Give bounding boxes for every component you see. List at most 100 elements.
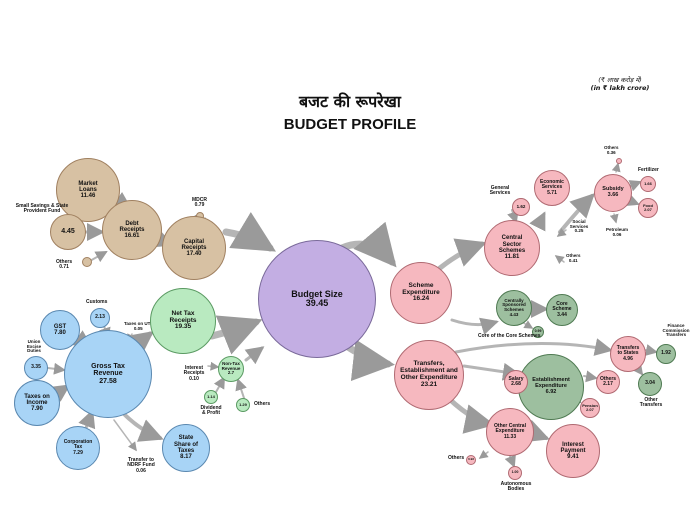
label-petroleum-name: Petroleum [606, 227, 629, 232]
arrow-gross-to-net [121, 331, 154, 361]
label-interest-receipts-name: Interest Receipts [183, 365, 205, 377]
unit-hindi: (₹ लाख करोड़ में) [598, 76, 642, 84]
node-scheme-expenditure-label: Scheme Expenditure [402, 281, 440, 296]
node-transfers-establishment-label: Transfers, Establishment and Other Expen… [400, 360, 458, 381]
label-dividend-profit: Dividend & Profit [200, 405, 222, 417]
label-autonomous-bodies: Autonomous Bodies [500, 481, 532, 493]
label-other-transfers: Other Transfers [639, 397, 663, 409]
node-market-loans-label: Market Loans [78, 180, 98, 193]
node-corporation-tax-value: 7.29 [73, 449, 83, 456]
node-subsidy-label: Subsidy [602, 186, 624, 193]
label-others-debt-name: Others [56, 259, 73, 265]
node-customs: 2.13 [90, 308, 110, 328]
node-corporation-tax: Corporation Tax 7.29 [56, 426, 100, 470]
arrow-others-to-nontax [235, 378, 247, 399]
label-others-cs-value: 0.41 [568, 257, 578, 263]
node-non-tax-others: 1.29 [236, 398, 250, 412]
arrow-subsidy-to-others [611, 162, 621, 173]
node-food-value: 2.07 [644, 207, 652, 212]
node-debt-receipts-label: Debt Receipts [119, 220, 145, 233]
node-core-scheme: Core Scheme 3.44 [546, 294, 578, 326]
label-others-debt: Others 0.71 [56, 259, 73, 271]
node-other-central-value: 11.33 [503, 433, 517, 440]
arrow-excise-to-gross [47, 362, 66, 375]
node-non-tax-label: Non-Tax Revenue [221, 360, 241, 371]
node-est-others: Others 2.17 [596, 370, 620, 394]
node-general-services-value: 1.62 [516, 203, 526, 209]
arrow-gross-to-ndrf [113, 419, 137, 452]
node-taxes-on-income-value: 7.90 [31, 406, 43, 413]
label-others-top-name: Others [604, 145, 619, 150]
label-others-debt-value: 0.71 [59, 264, 69, 271]
node-oce-others: 0.93 [466, 455, 476, 465]
node-dividend-value: 1.14 [207, 393, 215, 399]
node-food-label: Food [643, 202, 653, 208]
label-petroleum: Petroleum 0.06 [606, 227, 629, 237]
node-gst-label: GST [53, 323, 67, 330]
node-others-top [616, 158, 622, 164]
node-central-sector-label: Central Sector Schemes [498, 235, 526, 254]
arrow-budget-to-scheme [338, 221, 397, 268]
node-autonomous-bodies-value: 1.00 [511, 470, 519, 475]
label-others-cs-name: Others [566, 253, 581, 258]
node-finance-commission-value: 1.92 [661, 350, 671, 357]
arrow-est-to-others [583, 370, 598, 383]
node-pension-value: 2.07 [586, 407, 594, 412]
label-taxes-on-uts: Taxes on UTs 0.05 [124, 321, 153, 331]
arrow-budget-to-transfers [341, 339, 395, 381]
node-css: Centrally Sponsored Schemes 4.43 [496, 290, 532, 326]
arrow-cs-to-economic [529, 211, 546, 232]
label-union-excise: Union Excise Duties [26, 339, 42, 354]
arrow-nontax-to-budget [244, 346, 265, 365]
node-capital-receipts: Capital Receipts 17.40 [162, 216, 226, 280]
node-core-of-core: 0.99 [532, 326, 544, 338]
node-net-tax: Net Tax Receipts 19.35 [150, 288, 216, 354]
node-other-transfers-value: 3.04 [645, 380, 655, 387]
node-css-label: Centrally Sponsored Schemes [502, 297, 526, 312]
node-transfers-states: Transfers to States 4.96 [610, 336, 646, 372]
arrow-oce-to-autonomous [504, 454, 516, 468]
arrow-states-to-finance [645, 344, 658, 356]
node-gross-tax: Gross Tax Revenue 27.58 [64, 330, 152, 418]
node-other-transfers: 3.04 [638, 372, 662, 396]
node-others-debt [82, 257, 92, 267]
node-non-tax: Non-Tax Revenue 2.7 [218, 356, 244, 382]
node-core-scheme-value: 3.44 [557, 311, 567, 318]
node-transfers-establishment: Transfers, Establishment and Other Expen… [394, 340, 464, 410]
node-interest-payment: Interest Payment 9.41 [546, 424, 600, 478]
node-fertilizer: 1.66 [640, 176, 656, 192]
node-capital-receipts-label: Capital Receipts [181, 238, 207, 251]
node-net-tax-label: Net Tax Receipts [169, 309, 197, 324]
arrow-scheme-to-css [450, 317, 499, 335]
node-capital-receipts-value: 17.40 [186, 251, 202, 258]
label-others-cs: Others 0.41 [566, 253, 581, 263]
label-taxes-on-uts-name: Taxes on UTs [124, 321, 153, 326]
label-small-savings: Small Savings & State Provident Fund [15, 203, 69, 215]
node-economic-services: Economic Services 5.71 [534, 170, 570, 206]
arrow-nettax-to-budget [208, 315, 263, 355]
node-state-share: State Share of Taxes 8.17 [162, 424, 210, 472]
title-hindi: बजट की रूपरेखा [299, 92, 401, 111]
node-establishment-label: Establishment Expenditure [532, 377, 570, 390]
unit-note: (₹ लाख करोड़ में) (in ₹ lakh crore) [575, 76, 665, 93]
node-subsidy: Subsidy 3.66 [594, 174, 632, 212]
node-market-loans-value: 11.46 [80, 193, 96, 200]
arrow-oce-to-others [478, 449, 489, 459]
arrow-transfers-to-states [454, 338, 613, 356]
node-core-scheme-label: Core Scheme [552, 301, 572, 313]
node-market-loans: Market Loans 11.46 [56, 158, 120, 222]
node-css-value: 4.43 [509, 311, 519, 317]
node-dividend: 1.14 [204, 390, 218, 404]
label-non-tax-others: Others [254, 401, 271, 407]
node-autonomous-bodies: 1.00 [508, 466, 522, 480]
label-interest-receipts-value: 0.10 [189, 375, 199, 382]
label-mdcr-name: MDCR [192, 197, 207, 203]
node-salary-value: 2.68 [511, 381, 521, 387]
node-taxes-on-income-label: Taxes on Income [24, 393, 50, 406]
label-social-services: Social Services 0.25 [568, 219, 590, 234]
node-state-share-label: State Share of Taxes [173, 435, 198, 454]
label-general-services: General Services [489, 185, 511, 197]
arrow-capital-to-budget [222, 211, 277, 252]
node-net-tax-value: 19.35 [174, 323, 192, 331]
